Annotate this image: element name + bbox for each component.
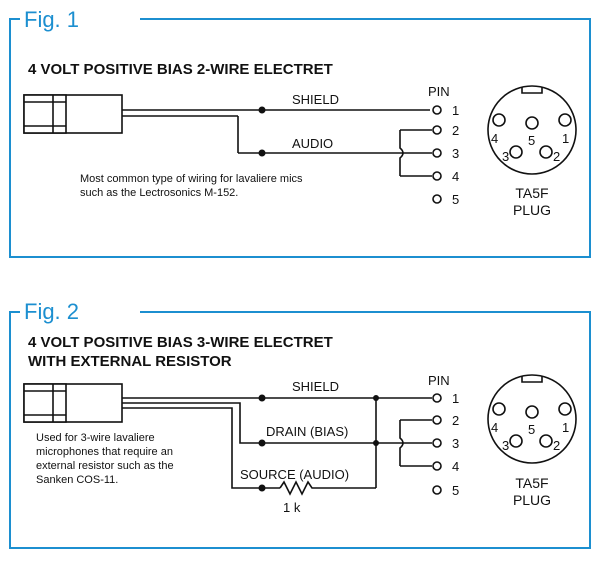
fig2-cable: [122, 393, 442, 496]
fig2-shield-node: [258, 394, 266, 402]
fig1-pin-4: 4: [452, 169, 459, 184]
fig1-plug-pin-1: 1: [562, 131, 569, 146]
fig2-pin-4: 4: [452, 459, 459, 474]
fig1-plug-pin-5: 5: [528, 133, 535, 148]
fig1-note-line-2: such as the Lectrosonics M-152.: [80, 187, 238, 199]
fig2-plug-name: TA5F: [515, 475, 548, 491]
fig2-note-line-1: Used for 3-wire lavaliere: [36, 432, 155, 444]
fig2-plug-word: PLUG: [513, 492, 551, 508]
fig1-plug-face-icon: [487, 85, 577, 175]
fig1-pin-3: 3: [452, 146, 459, 161]
fig1-plug-pin-4: 4: [491, 131, 498, 146]
figure-1: Fig. 1 4 VOLT POSITIVE BIAS 2-WIRE ELECT…: [9, 7, 591, 258]
fig2-pin-2: 2: [452, 413, 459, 428]
fig1-plug-word: PLUG: [513, 202, 551, 218]
fig1-border: [9, 18, 591, 258]
fig1-audio-label: AUDIO: [292, 136, 333, 151]
fig1-plug-pin-3: 3: [502, 149, 509, 164]
fig2-drain-node: [258, 439, 266, 447]
fig2-note-line-2: microphones that require an: [36, 446, 173, 458]
fig2-label: Fig. 2: [24, 299, 79, 324]
fig1-mic-capsule-icon: [23, 94, 123, 134]
fig1-shield-node: [258, 106, 266, 114]
fig2-shield-label: SHIELD: [292, 379, 339, 394]
fig1-shield-label: SHIELD: [292, 92, 339, 107]
fig1-note-line-1: Most common type of wiring for lavaliere…: [80, 173, 303, 185]
fig1-pin-heading: PIN: [428, 84, 450, 99]
fig2-resistor-label: 1 k: [283, 500, 301, 515]
fig2-plug-pin-3: 3: [502, 438, 509, 453]
fig1-title: 4 VOLT POSITIVE BIAS 2-WIRE ELECTRET: [28, 61, 333, 78]
fig1-plug-name: TA5F: [515, 185, 548, 201]
fig2-title-line-1: 4 VOLT POSITIVE BIAS 3-WIRE ELECTRET: [28, 334, 333, 351]
fig1-plug-pin-2: 2: [553, 149, 560, 164]
fig1-label: Fig. 1: [24, 7, 79, 32]
fig2-drain-label: DRAIN (BIAS): [266, 424, 348, 439]
fig2-plug-pin-2: 2: [553, 438, 560, 453]
fig1-pin-2: 2: [452, 123, 459, 138]
fig2-note-line-4: Sanken COS-11.: [36, 474, 118, 486]
fig2-title-line-2: WITH EXTERNAL RESISTOR: [28, 353, 232, 370]
fig2-source-node: [258, 484, 266, 492]
fig2-pin-heading: PIN: [428, 373, 450, 388]
fig2-pin-3: 3: [452, 436, 459, 451]
fig2-source-label: SOURCE (AUDIO): [240, 467, 349, 482]
fig2-note-line-3: external resistor such as the: [36, 460, 174, 472]
fig1-audio-node: [258, 149, 266, 157]
fig2-plug-pin-5: 5: [528, 422, 535, 437]
fig2-border: [9, 311, 591, 549]
fig2-pin-5: 5: [452, 483, 459, 498]
fig2-pin-1: 1: [452, 391, 459, 406]
fig2-mic-capsule-icon: [23, 383, 123, 423]
fig1-cable: [122, 105, 442, 204]
fig1-pin-1: 1: [452, 103, 459, 118]
fig2-plug-pin-4: 4: [491, 420, 498, 435]
fig1-pin-5: 5: [452, 192, 459, 207]
fig2-plug-face-icon: [487, 374, 577, 464]
fig2-plug-pin-1: 1: [562, 420, 569, 435]
figure-2: Fig. 2 4 VOLT POSITIVE BIAS 3-WIRE ELECT…: [9, 299, 591, 549]
